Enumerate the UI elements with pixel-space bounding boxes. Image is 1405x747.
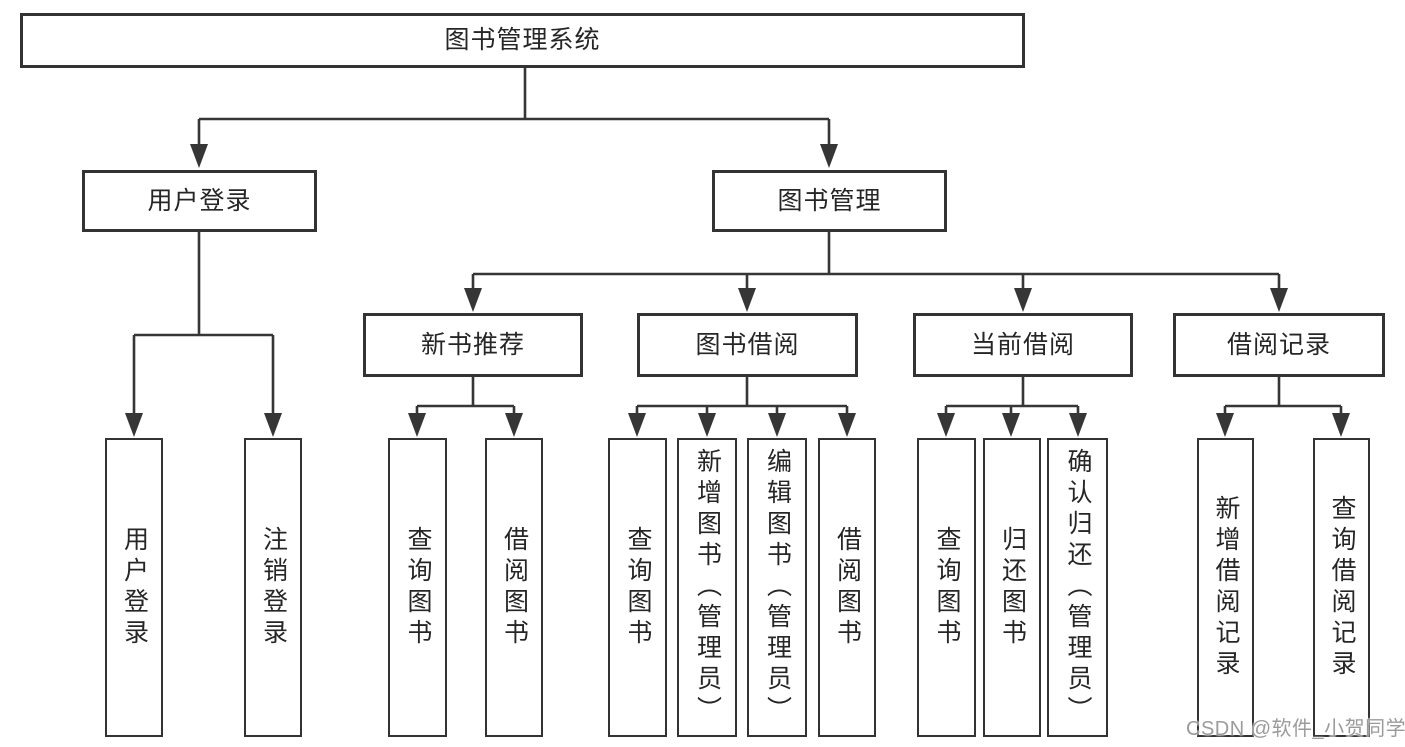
node-borrowing-records: 借阅记录	[1173, 313, 1385, 377]
node-leaf-query-books-borrowing: 查询图书	[608, 438, 667, 737]
leaf-label: 编辑图书（管理员）	[763, 448, 792, 727]
node-leaf-confirm-return-admin: 确认归还（管理员）	[1047, 438, 1108, 737]
leaf-label: 用户登录	[120, 525, 149, 650]
node-leaf-query-books-recommend: 查询图书	[388, 438, 447, 737]
node-leaf-add-borrow-record: 新增借阅记录	[1197, 438, 1254, 737]
leaf-label: 查询借阅记录	[1328, 494, 1356, 681]
node-leaf-borrow-books-borrowing: 借阅图书	[818, 438, 876, 737]
leaf-label: 归还图书	[998, 525, 1027, 650]
leaf-label: 新增图书（管理员）	[693, 448, 722, 727]
node-new-book-recommendation: 新书推荐	[363, 313, 583, 377]
leaf-label: 新增借阅记录	[1212, 494, 1240, 681]
leaf-label: 借阅图书	[833, 525, 862, 650]
node-leaf-logout: 注销登录	[244, 438, 302, 737]
leaf-label: 借阅图书	[500, 525, 529, 650]
node-leaf-add-books-admin: 新增图书（管理员）	[677, 438, 737, 737]
leaf-label: 查询图书	[404, 525, 432, 650]
node-leaf-query-borrow-record: 查询借阅记录	[1313, 438, 1370, 737]
node-library-management-system: 图书管理系统	[20, 13, 1025, 68]
arrowhead-icons	[125, 144, 1350, 437]
node-leaf-return-books: 归还图书	[983, 438, 1041, 737]
leaf-label: 查询图书	[624, 525, 652, 650]
leaf-label: 查询图书	[933, 525, 961, 650]
node-leaf-query-books-current: 查询图书	[917, 438, 976, 737]
node-book-management: 图书管理	[712, 170, 947, 232]
node-leaf-borrow-books-recommend: 借阅图书	[485, 438, 543, 737]
node-leaf-user-login: 用户登录	[105, 438, 163, 737]
node-leaf-edit-books-admin: 编辑图书（管理员）	[747, 438, 807, 737]
leaf-label: 确认归还（管理员）	[1064, 448, 1092, 727]
csdn-watermark: CSDN @软件_小贺同学	[1186, 718, 1405, 740]
leaf-label: 注销登录	[259, 525, 288, 650]
node-current-borrowing: 当前借阅	[913, 313, 1133, 377]
node-user-login-module: 用户登录	[82, 170, 317, 232]
node-book-borrowing: 图书借阅	[637, 313, 858, 377]
